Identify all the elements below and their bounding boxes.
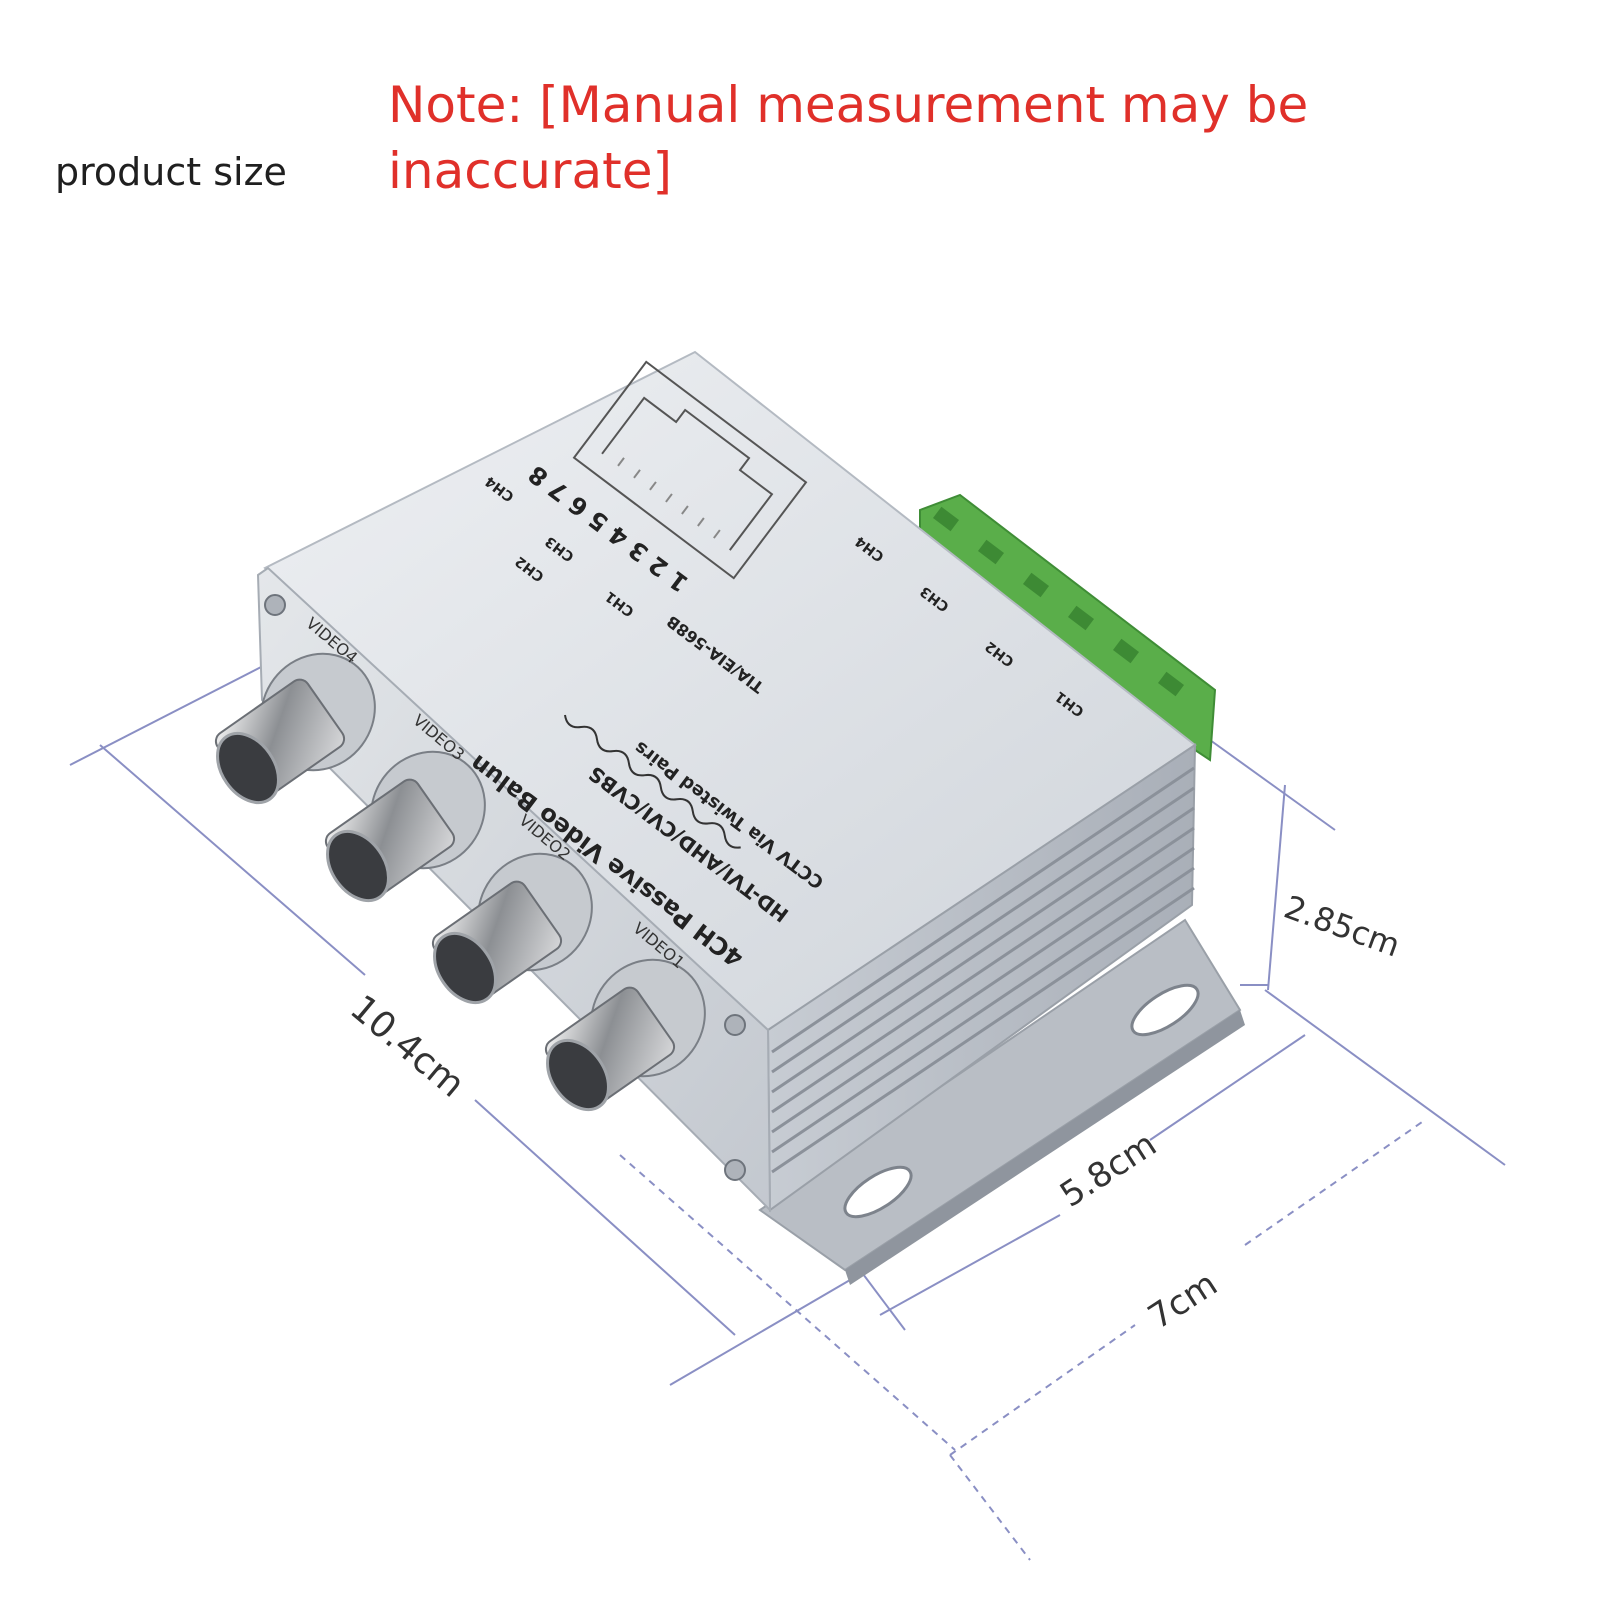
screws [264,594,746,1181]
total-width-dimension: 7cm [1141,1264,1224,1338]
height-dimension: 2.85cm [1279,888,1405,965]
twisted-pair-symbol [564,714,741,849]
mounting-bracket [758,918,1245,1285]
measurement-note: Note: [Manual measurement may be inaccur… [388,76,1309,200]
bnc-connector-2 [431,852,593,1005]
bnc-connector-3 [324,750,486,903]
bnc-connector-1 [544,958,706,1112]
product-size-label: product size [55,150,287,194]
rj45-diagram [572,360,808,580]
mounting-hole-left [843,1165,913,1219]
cooling-fins [771,766,1195,1174]
mounting-hole-right [1130,983,1200,1037]
bnc-connector-4 [214,652,376,805]
length-dimension: 10.4cm [342,987,472,1105]
dimension-lines [69,664,1506,1561]
